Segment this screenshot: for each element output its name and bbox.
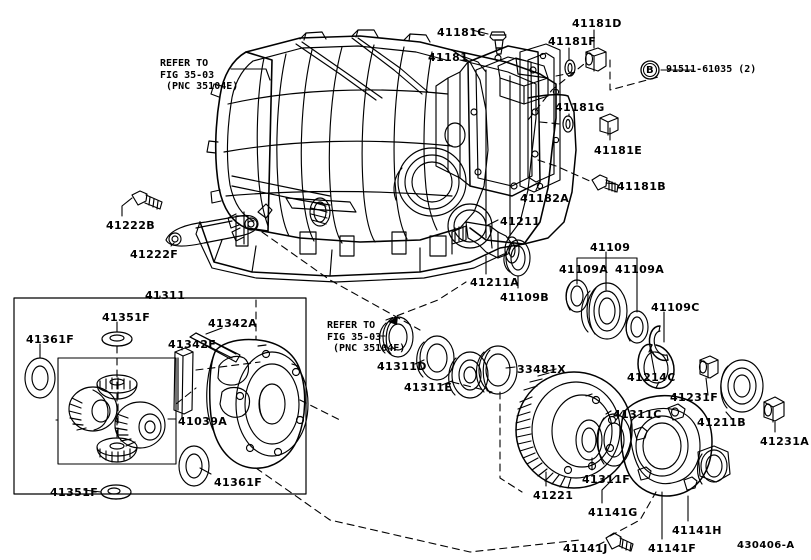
part-label-41211: 41211 (500, 215, 541, 228)
marker-part-number: 91511-61035 (2) (666, 64, 757, 75)
part-label-41182a: 41182A (520, 192, 570, 205)
part-label-41141g: 41141G (588, 506, 638, 519)
part-label-41222b: 41222B (106, 219, 156, 232)
part-label-41231a: 41231A (760, 435, 810, 448)
part-label-41039a: 41039A (178, 415, 228, 428)
part-33481x-illustration (475, 345, 518, 395)
part-label-41181c: 41181C (437, 26, 486, 39)
part-label-41342f: 41342F (168, 338, 217, 351)
part-label-41181d: 41181D (572, 17, 622, 30)
diagram-id: 430406-A (737, 540, 795, 551)
refer-block-2: REFER TO FIG 35-03 (PNC 35104F) (327, 320, 406, 354)
part-label-41109: 41109 (590, 241, 631, 254)
part-label-41181: 41181 (428, 51, 469, 64)
leader-lines (39, 29, 776, 547)
part-41231f-illustration (698, 355, 719, 379)
differential-assembly-box (13, 297, 307, 495)
part-label-41231f: 41231F (670, 391, 719, 404)
dashed-arrowhead (388, 316, 398, 325)
part-41231a-illustration (763, 396, 785, 423)
assembly-dashed-lines (55, 59, 663, 553)
part-41351f-top-illustration (101, 331, 133, 347)
differential-case-illustration (206, 338, 309, 469)
part-label-41351f-top: 41351F (102, 311, 151, 324)
part-label-41311f: 41311F (582, 473, 631, 486)
part-label-41141j: 41141J (563, 542, 608, 555)
output-shaft-illustration (451, 221, 531, 277)
part-41361f-bottom-illustration (178, 445, 210, 487)
part-41351f-bottom-illustration (100, 484, 132, 500)
part-label-41361f-left: 41361F (26, 333, 75, 346)
bearing-41311e-illustration (416, 335, 455, 381)
part-label-41211a: 41211A (470, 276, 520, 289)
part-41181g-illustration (562, 115, 574, 133)
part-label-41181b: 41181B (617, 180, 667, 193)
part-41181b-illustration (591, 174, 619, 193)
part-label-41109a-left: 41109A (559, 263, 609, 276)
part-41222f-illustration (165, 214, 259, 247)
part-label-41181f: 41181F (548, 35, 597, 48)
bearing-41311d-illustration (378, 316, 414, 358)
part-41181d-illustration (584, 47, 607, 72)
part-label-41311c: 41311C (613, 408, 662, 421)
part-label-41221: 41221 (533, 489, 574, 502)
part-label-41342a: 41342A (208, 317, 258, 330)
part-41361f-left-illustration (24, 357, 56, 399)
part-41342a-illustration (189, 332, 241, 363)
rear-cover-assembly-illustration (435, 43, 561, 197)
part-label-41351f-bottom: 41351F (50, 486, 99, 499)
part-label-41109b: 41109B (500, 291, 550, 304)
part-41214c-illustration (648, 325, 669, 362)
part-label-41141f: 41141F (648, 542, 697, 555)
part-label-41109a-right: 41109A (615, 263, 665, 276)
part-label-41222f: 41222F (130, 248, 179, 261)
part-label-33481x: 33481X (517, 363, 567, 376)
part-label-41181e: 41181E (594, 144, 643, 157)
part-label-41214c: 41214C (627, 371, 676, 384)
part-label-41311: 41311 (145, 289, 186, 302)
part-label-41311e: 41311E (404, 381, 453, 394)
refer-block-1: REFER TO FIG 35-03 (PNC 35104E) (160, 58, 239, 92)
ring-gear-41221-illustration (515, 368, 633, 489)
part-41181e-illustration (599, 113, 619, 136)
part-label-41211b: 41211B (697, 416, 747, 429)
bearing-inner-race-illustration (448, 351, 489, 399)
part-41342f-illustration (173, 347, 194, 419)
circled-b-letter: B (646, 65, 655, 76)
part-label-41361f-bottom: 41361F (214, 476, 263, 489)
bearing-stack-41109-illustration (565, 279, 675, 390)
differential-carrier-illustration (575, 394, 731, 552)
part-41222b-illustration (131, 190, 163, 210)
part-label-41141h: 41141H (672, 524, 722, 537)
part-41211b-illustration (720, 359, 764, 413)
part-label-41181g: 41181G (555, 101, 605, 114)
transaxle-housing-illustration (195, 29, 577, 283)
part-label-41109c: 41109C (651, 301, 700, 314)
circled-b-marker (640, 60, 660, 80)
part-label-41311d: 41311D (377, 360, 427, 373)
part-41181c-illustration (489, 31, 507, 55)
